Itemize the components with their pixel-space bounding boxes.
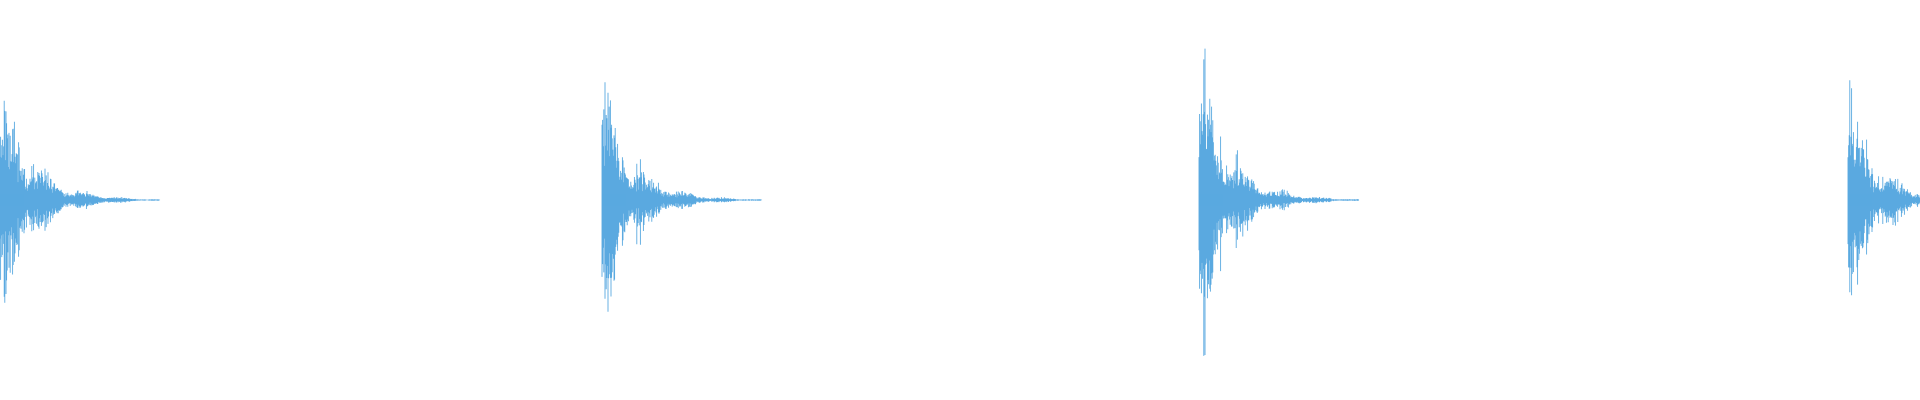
waveform-hit-core <box>1199 194 1223 206</box>
waveform-hit-path <box>1847 80 1920 296</box>
waveform-hit <box>1198 48 1360 356</box>
waveform-hits-layer <box>0 48 1920 356</box>
waveform-hit <box>601 82 763 312</box>
waveform-hit-core <box>602 194 626 206</box>
waveform-hit <box>0 100 161 303</box>
waveform-hit <box>1847 80 1920 296</box>
waveform-hit-core <box>0 194 24 206</box>
waveform-hit-core <box>1848 194 1872 206</box>
